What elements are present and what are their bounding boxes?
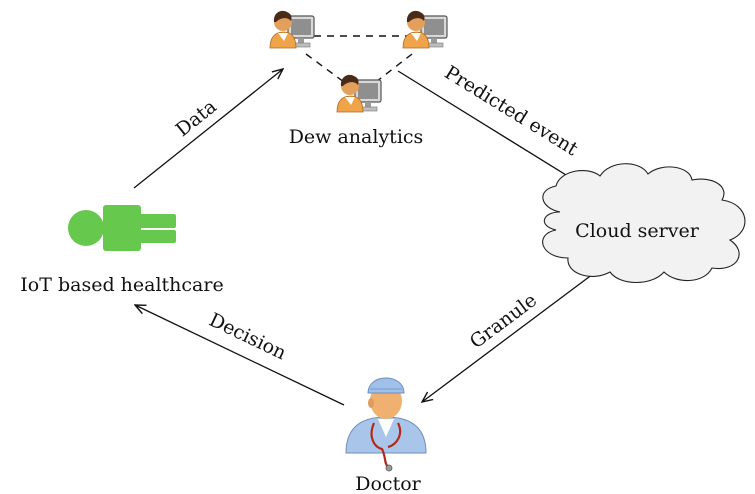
computer-user-icon xyxy=(336,74,382,113)
cloud-node: Cloud server xyxy=(542,163,746,283)
dew-analytics-label: Dew analytics xyxy=(289,126,424,148)
cloud-server-label: Cloud server xyxy=(575,220,700,242)
edge-decision xyxy=(135,305,345,406)
doctor-icon xyxy=(344,376,428,473)
dew-node: Dew analytics xyxy=(269,10,448,148)
patient-icon xyxy=(68,205,176,251)
computer-user-icon xyxy=(402,10,448,49)
iot-node: IoT based healthcare xyxy=(20,205,224,296)
dew-link-left xyxy=(305,53,349,86)
cloud-icon xyxy=(542,163,746,283)
edge-granule xyxy=(422,267,602,402)
edge-label-decision: Decision xyxy=(206,309,290,365)
edge-label-data: Data xyxy=(172,96,221,142)
doctor-label: Doctor xyxy=(355,473,421,494)
doctor-node: Doctor xyxy=(344,376,428,494)
edge-data xyxy=(133,69,283,189)
iot-healthcare-label: IoT based healthcare xyxy=(20,274,223,296)
computer-user-icon xyxy=(269,10,315,49)
